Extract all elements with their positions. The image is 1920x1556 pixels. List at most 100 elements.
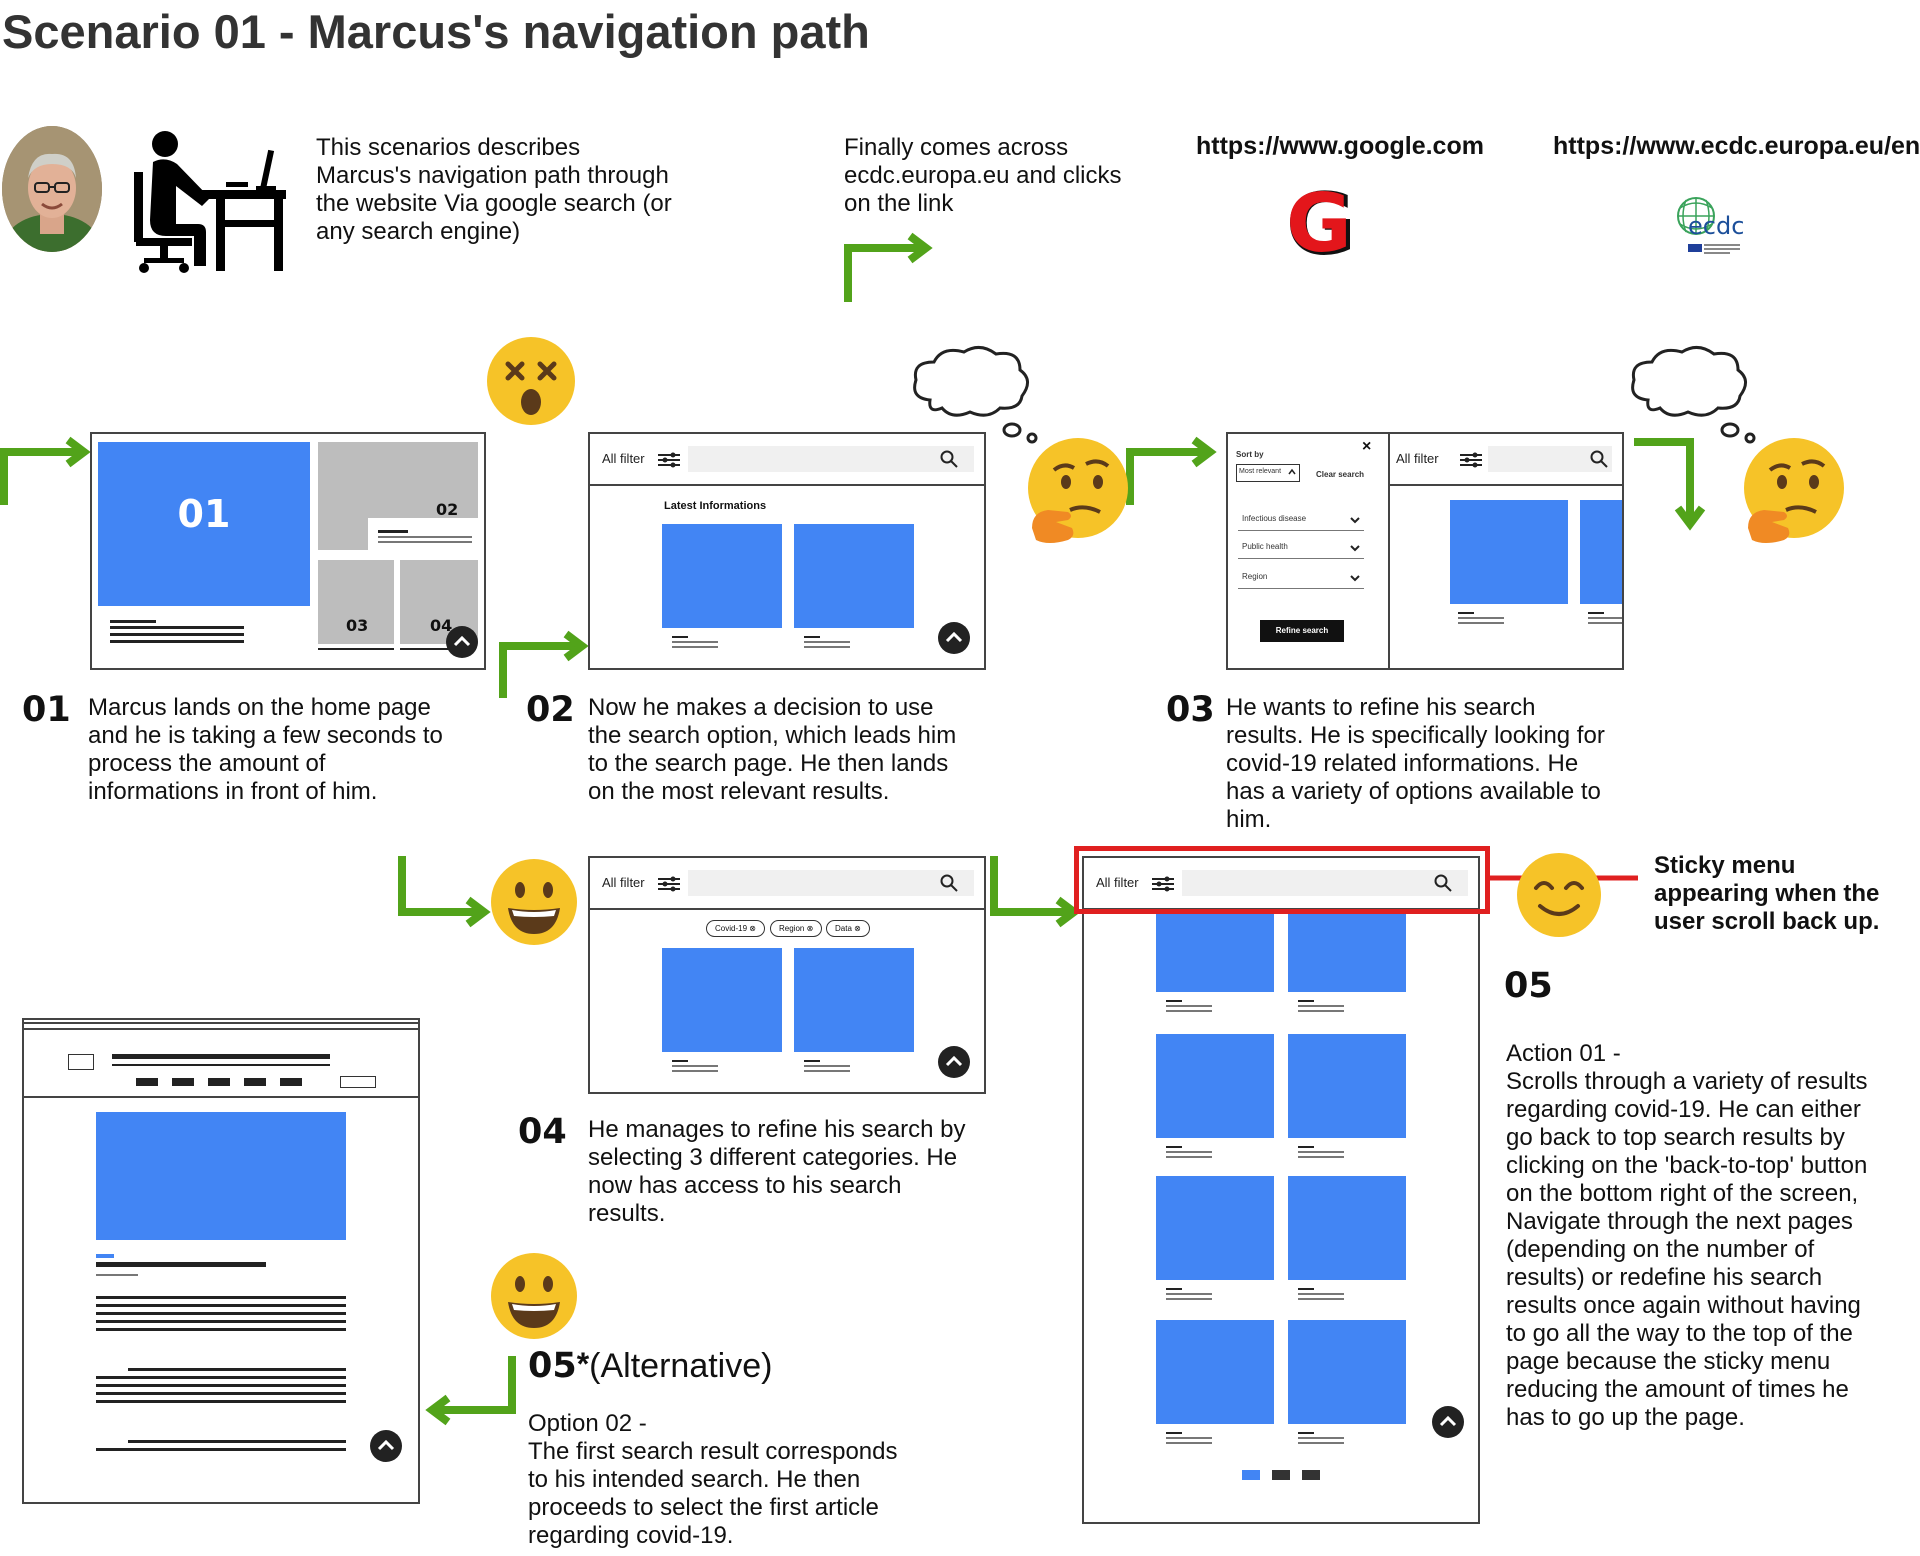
- step-number-04: 04: [518, 1112, 567, 1152]
- search-input[interactable]: [688, 870, 974, 896]
- result-card[interactable]: [1288, 1034, 1406, 1138]
- chevron-down-icon: [1350, 517, 1360, 524]
- ecdc-logo: ecdc: [1668, 194, 1748, 264]
- step-text-05: Action 01 - Scrolls through a variety of…: [1506, 1040, 1868, 1431]
- grinning-face-icon: [490, 1252, 578, 1345]
- thinking-face-icon: [1018, 436, 1128, 553]
- ecdc-url[interactable]: https://www.ecdc.europa.eu/en: [1553, 132, 1920, 160]
- thought-bubble-icon: [1626, 344, 1756, 451]
- back-to-top-icon: [453, 635, 471, 647]
- article-header: [24, 1030, 418, 1098]
- search-input[interactable]: [1182, 870, 1468, 896]
- pagination-page-2[interactable]: [1272, 1470, 1290, 1480]
- tile-02-caption-box: [368, 518, 478, 550]
- tile-03-label: 03: [346, 616, 369, 635]
- back-to-top-button[interactable]: [370, 1430, 402, 1462]
- filter-label[interactable]: All filter: [1096, 875, 1139, 890]
- close-icon[interactable]: ×: [1362, 438, 1372, 455]
- search-box-placeholder[interactable]: [340, 1076, 376, 1088]
- alternative-heading: 05*(Alternative): [528, 1346, 773, 1386]
- result-card[interactable]: [1450, 500, 1568, 604]
- search-icon[interactable]: [940, 450, 958, 468]
- step-number-01: 01: [22, 690, 71, 730]
- filter-icon[interactable]: [658, 452, 680, 468]
- chevron-down-icon: [1350, 575, 1360, 582]
- wireframe-home: 01 02 03 04: [90, 432, 486, 670]
- back-to-top-button[interactable]: [446, 626, 478, 658]
- result-card[interactable]: [794, 948, 914, 1052]
- ecdc-logo-text: ecdc: [1688, 212, 1744, 240]
- sort-select-value: Most relevant: [1239, 468, 1282, 475]
- dropdown-region[interactable]: Region: [1242, 572, 1268, 581]
- filter-panel: Sort by × Most relevant Clear search Inf…: [1228, 434, 1390, 668]
- result-card[interactable]: [1580, 500, 1622, 604]
- back-to-top-button[interactable]: [938, 1046, 970, 1078]
- pagination-page-1[interactable]: [1242, 1470, 1260, 1480]
- step-text-02: Now he makes a decision to use the searc…: [588, 694, 957, 805]
- back-to-top-icon: [945, 631, 963, 643]
- filter-chip-region[interactable]: Region ⊗: [770, 920, 823, 937]
- svg-text:G: G: [1286, 188, 1357, 264]
- result-card[interactable]: [662, 948, 782, 1052]
- wireframe-article: [22, 1018, 420, 1504]
- page-title: Scenario 01 - Marcus's navigation path: [2, 5, 870, 58]
- result-card[interactable]: [1156, 910, 1274, 992]
- search-icon[interactable]: [940, 874, 958, 892]
- sticky-menu-note: Sticky menu appearing when the user scro…: [1654, 852, 1880, 935]
- search-input[interactable]: [688, 446, 974, 472]
- latest-heading: Latest Informations: [664, 500, 767, 512]
- back-to-top-button[interactable]: [938, 622, 970, 654]
- filter-icon[interactable]: [1152, 876, 1174, 892]
- filter-label[interactable]: All filter: [602, 451, 645, 466]
- search-icon[interactable]: [1434, 874, 1452, 892]
- smiling-face-icon: [1516, 852, 1602, 943]
- result-card[interactable]: [662, 524, 782, 628]
- pagination-page-3[interactable]: [1302, 1470, 1320, 1480]
- result-card[interactable]: [1156, 1176, 1274, 1280]
- result-card[interactable]: [794, 524, 914, 628]
- refine-search-button[interactable]: [1260, 620, 1344, 642]
- back-to-top-icon: [377, 1439, 395, 1451]
- grinning-face-icon: [490, 858, 578, 951]
- hero-tile-label: 01: [177, 492, 231, 536]
- result-card[interactable]: [1288, 1320, 1406, 1424]
- filter-icon[interactable]: [1460, 452, 1482, 468]
- chevron-up-icon: [1288, 468, 1296, 475]
- step-text-03: He wants to refine his search results. H…: [1226, 694, 1605, 833]
- filter-label[interactable]: All filter: [602, 875, 645, 890]
- hero-tile: [98, 442, 310, 606]
- step-number-02: 02: [526, 690, 575, 730]
- wireframe-results-scroll: All filter: [1082, 856, 1480, 1524]
- dropdown-public-health[interactable]: Public health: [1242, 542, 1288, 551]
- filter-chip-data[interactable]: Data ⊗: [826, 920, 870, 937]
- clear-search-link[interactable]: Clear search: [1316, 470, 1365, 479]
- wireframe-filtered: All filter Covid-19 ⊗ Region ⊗ Data ⊗: [588, 856, 986, 1094]
- result-card[interactable]: [1156, 1320, 1274, 1424]
- dropdown-infectious[interactable]: Infectious disease: [1242, 514, 1307, 523]
- result-card[interactable]: [1288, 1176, 1406, 1280]
- wireframe-search: All filter Latest Informations: [588, 432, 986, 670]
- result-card[interactable]: [1288, 910, 1406, 992]
- search-icon[interactable]: [1590, 450, 1608, 468]
- back-to-top-button[interactable]: [1432, 1406, 1464, 1438]
- avatar: [2, 126, 102, 252]
- search-bar: All filter: [590, 858, 984, 910]
- result-card[interactable]: [1156, 1034, 1274, 1138]
- shocked-face-icon: [486, 336, 576, 431]
- google-url[interactable]: https://www.google.com: [1196, 132, 1484, 160]
- tile-03: [318, 560, 394, 644]
- tile-04-label: 04: [430, 616, 453, 635]
- sticky-menu-highlight: [1074, 846, 1490, 914]
- sort-select[interactable]: [1236, 464, 1300, 482]
- logo-placeholder: [68, 1054, 94, 1070]
- back-to-top-icon: [945, 1055, 963, 1067]
- filter-icon[interactable]: [658, 876, 680, 892]
- alternative-text: Option 02 - The first search result corr…: [528, 1410, 898, 1549]
- filter-label[interactable]: All filter: [1396, 451, 1439, 466]
- step-number-05: 05: [1504, 966, 1553, 1006]
- intro-text: This scenarios describes Marcus's naviga…: [316, 134, 672, 245]
- svg-text:G: G: [1286, 188, 1352, 264]
- chevron-down-icon: [1350, 545, 1360, 552]
- filter-chip-covid[interactable]: Covid-19 ⊗: [706, 920, 765, 937]
